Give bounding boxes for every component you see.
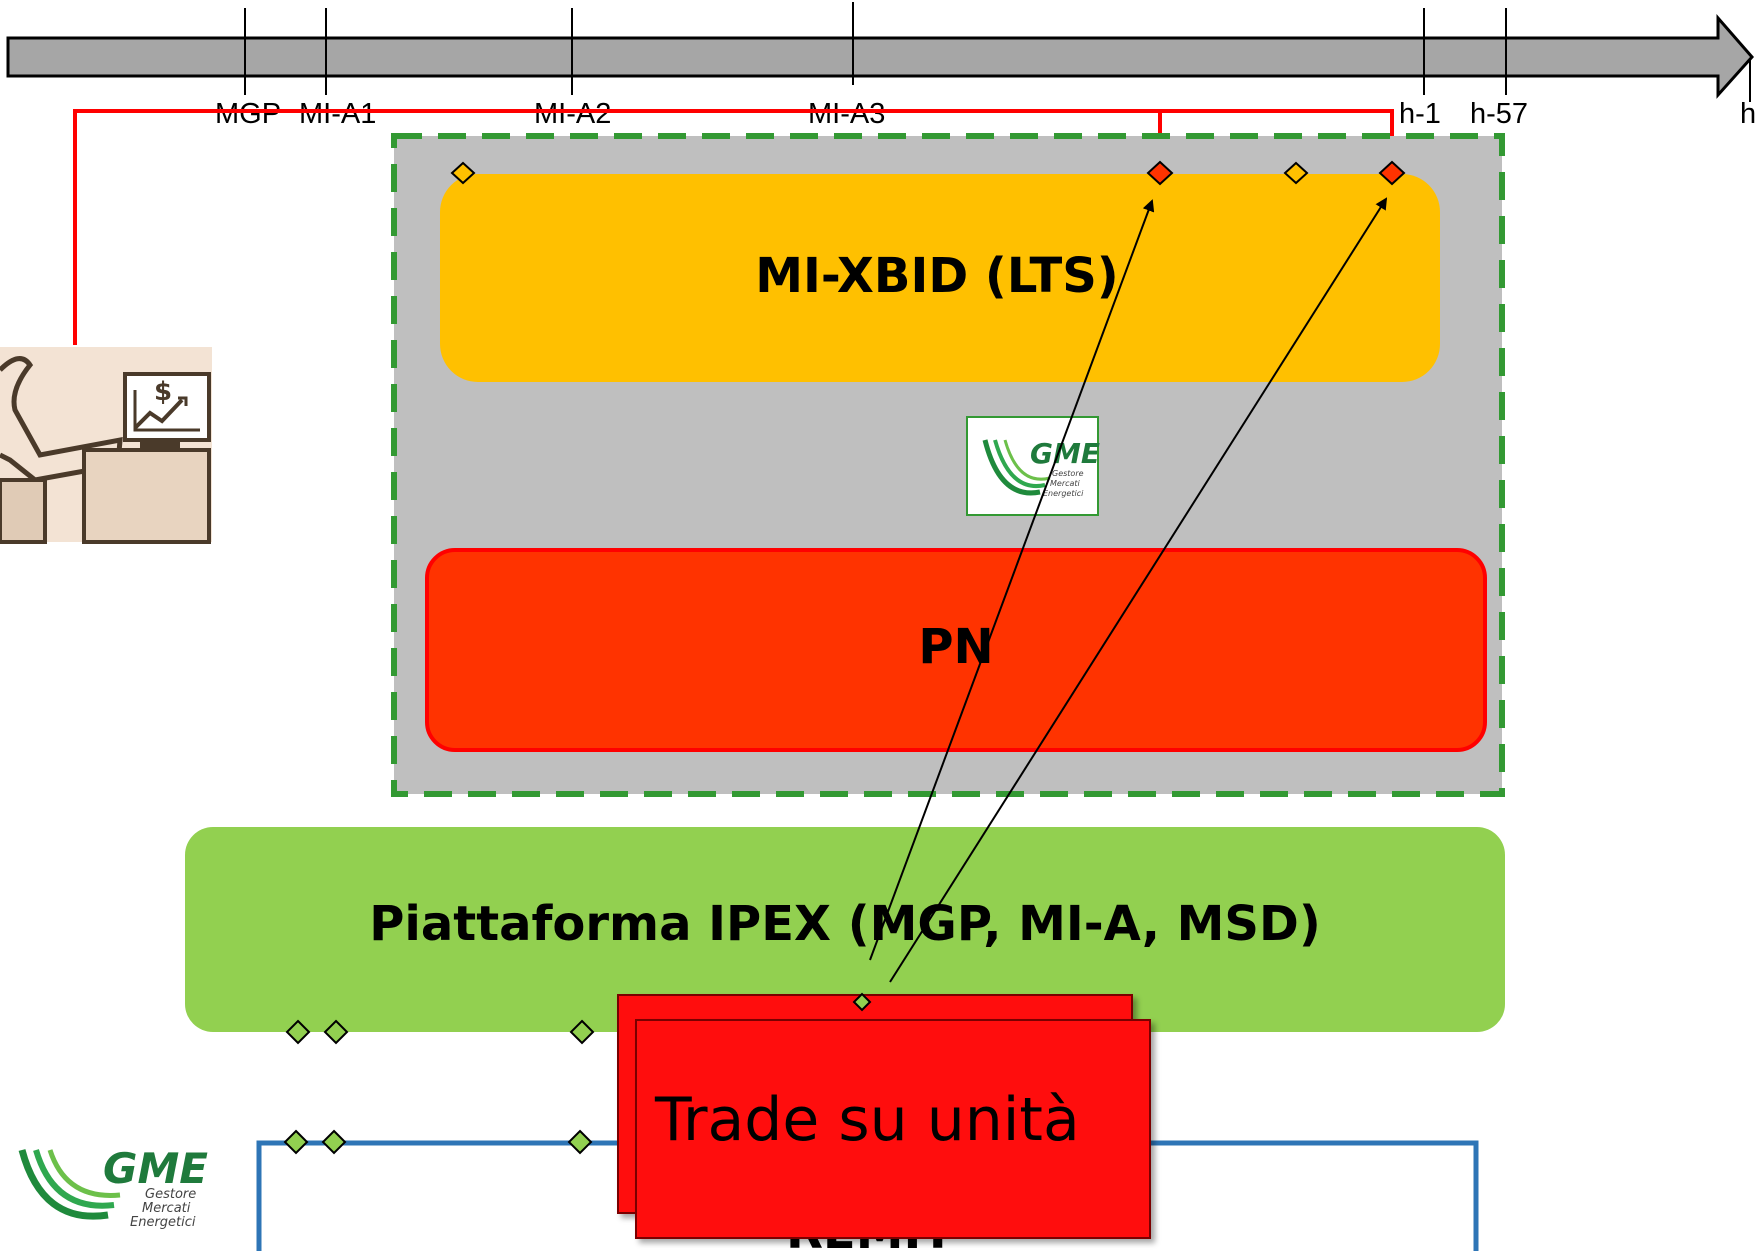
tick-label-h: h xyxy=(1740,98,1756,130)
svg-text:$: $ xyxy=(154,377,172,407)
gme-logo-large-line-3: Energetici xyxy=(130,1215,196,1230)
xbid-gate-markers xyxy=(450,160,1406,186)
xbid-label: MI-XBID (LTS) xyxy=(755,248,1118,304)
pn-label: PN xyxy=(918,619,993,675)
tick-label-h-1: h-1 xyxy=(1399,98,1441,130)
gme-logo-large-line-2: Mercati xyxy=(142,1201,191,1216)
tick-label-mi-a3: MI-A3 xyxy=(808,98,885,130)
ipex-box xyxy=(185,827,1505,1032)
trader-illustration: $ xyxy=(0,347,212,544)
tick-label-h-57: h-57 xyxy=(1470,98,1528,130)
gme-logo-large-line-1: Gestore xyxy=(145,1187,196,1202)
ipex-label: Piattaforma IPEX (MGP, MI-A, MSD) xyxy=(369,896,1321,952)
gme-logo-small-line-3: Energetici xyxy=(1043,489,1084,498)
gme-logo-small-line-1: Gestore xyxy=(1052,469,1084,478)
gme-logo-small: GME Gestore Mercati Energetici xyxy=(966,416,1100,516)
gme-logo-large: GME Gestore Mercati Energetici xyxy=(18,1144,208,1230)
trade-card-stack: Trade su unità xyxy=(617,994,1151,1239)
timeline-arrow xyxy=(6,13,1755,99)
gme-logo-large-letters: GME xyxy=(103,1144,208,1193)
trade-origin-marker xyxy=(852,992,872,1012)
tick-label-mgp: MGP xyxy=(215,98,281,130)
pn-box xyxy=(425,548,1487,752)
gme-logo-small-letters: GME xyxy=(1030,437,1100,470)
gme-logo-small-line-2: Mercati xyxy=(1050,479,1081,488)
xbid-box xyxy=(440,174,1440,382)
trade-arrows xyxy=(869,197,1388,983)
ipex-gate-markers xyxy=(283,1019,595,1155)
tick-label-mi-a1: MI-A1 xyxy=(299,98,376,130)
trade-card-label: Trade su unità xyxy=(654,1085,1080,1155)
timeline-ticks xyxy=(244,2,1751,102)
tick-label-mi-a2: MI-A2 xyxy=(534,98,611,130)
